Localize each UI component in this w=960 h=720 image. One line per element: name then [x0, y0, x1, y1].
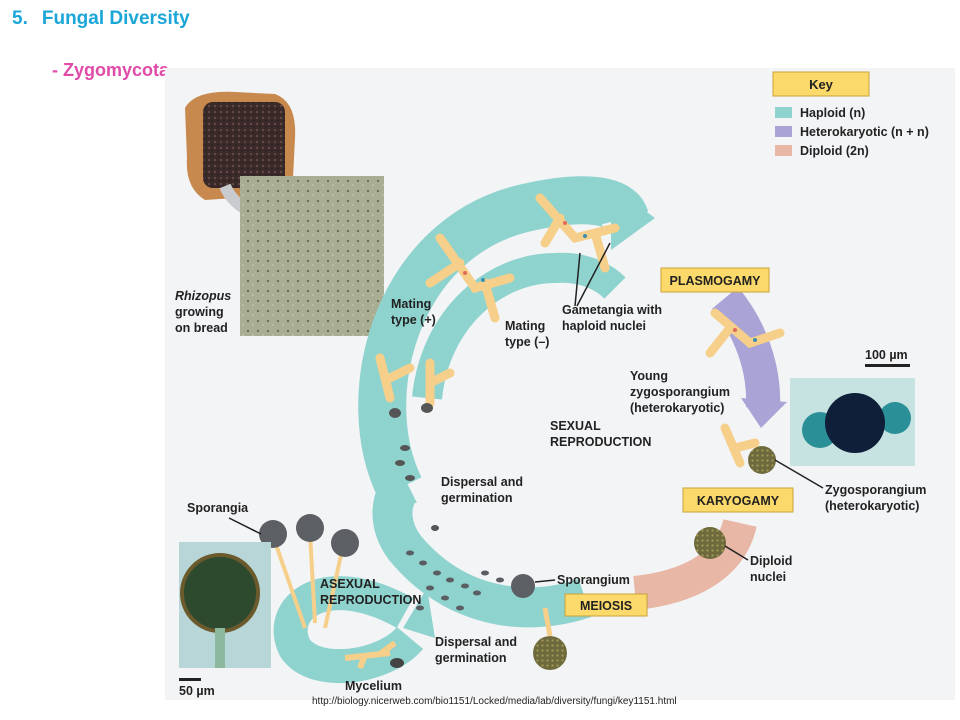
germinating-zygosporangium-drawing [533, 636, 567, 670]
sexual-label-1: SEXUAL [550, 419, 601, 433]
haploid-arc-outer [358, 176, 649, 499]
key-diploid-swatch [775, 145, 792, 156]
dispersal2-label-2: germination [435, 651, 507, 665]
sporangia-pointer [228, 517, 262, 535]
sporangium-photo: 50 µm [179, 542, 271, 698]
germ-hypha [542, 607, 553, 637]
slide-title-text: Fungal Diversity [41, 8, 190, 29]
rhizopus-label-1: Rhizopus [175, 289, 231, 303]
asexual-sporangia-drawing [259, 514, 359, 629]
karyogamy-label: KARYOGAMY [697, 494, 780, 508]
plasmogamy-box: PLASMOGAMY [660, 267, 770, 293]
key-diploid-label: Diploid (2n) [800, 144, 869, 158]
young-zygo-label-1: Young [630, 369, 668, 383]
gametangia-label-1: Gametangia with [562, 303, 662, 317]
asexual-arrowhead [403, 588, 435, 638]
mycelium-drawing [344, 640, 397, 670]
mating-plus-label-2: type (+) [391, 313, 436, 327]
slide-subtitle: - Zygomycota [52, 60, 170, 80]
life-cycle-diagram: Key Haploid (n) Heterokaryotic (n + n) D… [175, 71, 929, 698]
key-haploid-swatch [775, 107, 792, 118]
key-title-box [772, 71, 870, 97]
gametangia-label-2: haploid nuclei [562, 319, 646, 333]
source-credit: http://biology.nicerweb.com/bio1151/Lock… [312, 696, 677, 707]
hyphae-group [375, 193, 785, 468]
young-zygo-label-2: zygosporangium [630, 385, 730, 399]
young-zygosporangium-drawing [748, 446, 776, 474]
spore-scatter [406, 550, 504, 611]
haploid-arrowhead-lower [377, 463, 417, 503]
asexual-label-2: REPRODUCTION [320, 593, 421, 607]
dispersal-label-1: Dispersal and [441, 475, 523, 489]
key-heterokaryotic-swatch [775, 126, 792, 137]
spores-sexual [389, 403, 439, 531]
haploid-arc-lower [372, 484, 592, 628]
asexual-label-1: ASEXUAL [320, 577, 380, 591]
mating-plus-label-1: Mating [391, 297, 431, 311]
life-cycle-figure: Key Haploid (n) Heterokaryotic (n + n) D… [165, 68, 955, 700]
key-heterokaryotic-label: Heterokaryotic (n + n) [800, 125, 929, 139]
mycelium-label: Mycelium [345, 679, 402, 693]
sporangium-label: Sporangium [557, 573, 630, 587]
diploid-pointer [724, 545, 749, 561]
haploid-arc-inner [412, 252, 626, 400]
zygosporangium-label-1: Zygosporangium [825, 483, 926, 497]
bread-photo [185, 91, 296, 200]
sexual-label-2: REPRODUCTION [550, 435, 651, 449]
sporangia-label: Sporangia [187, 501, 249, 515]
mycelium-spore [390, 658, 404, 668]
scale-50-label: 50 µm [179, 684, 215, 698]
diploid-label-1: Diploid [750, 554, 792, 568]
slide-number: 5. [12, 8, 28, 29]
rhizopus-label-2: growing [175, 305, 224, 319]
mating-minus-label-1: Mating [505, 319, 545, 333]
mating-minus-label-2: type (–) [505, 335, 549, 349]
dispersal2-label-1: Dispersal and [435, 635, 517, 649]
rhizopus-label-3: on bread [175, 321, 228, 335]
key-title: Key [809, 77, 834, 92]
diploid-arc [633, 518, 757, 610]
scale-50-bar [179, 678, 201, 681]
zygosporangium-label-2: (heterokaryotic) [825, 499, 919, 513]
young-zygo-label-3: (heterokaryotic) [630, 401, 724, 415]
gametangia-pointer [574, 242, 611, 307]
key-haploid-label: Haploid (n) [800, 106, 865, 120]
diploid-label-2: nuclei [750, 570, 786, 584]
karyogamy-box: KARYOGAMY [682, 487, 794, 513]
zygosporangium-pointer [774, 459, 824, 489]
haploid-arrowhead-outer [611, 186, 655, 250]
dispersal-label-2: germination [441, 491, 513, 505]
sporangium-drawing [511, 574, 535, 598]
heterokaryotic-arc [711, 287, 781, 409]
heterokaryotic-arrowhead [741, 398, 787, 428]
sporangium-pointer [534, 579, 556, 583]
meiosis-box: MEIOSIS [564, 593, 648, 617]
scale-100-label: 100 µm [865, 348, 908, 362]
slide-title: 5. Fungal Diversity [12, 8, 190, 30]
scale-100-bar [865, 364, 910, 367]
key-legend: Key Haploid (n) Heterokaryotic (n + n) D… [772, 71, 929, 158]
meiosis-label: MEIOSIS [580, 599, 632, 613]
zygosporangium-photo: 100 µm [790, 348, 915, 466]
nuclei-dots [463, 221, 757, 342]
plasmogamy-label: PLASMOGAMY [670, 274, 762, 288]
diploid-zygosporangium-drawing [694, 527, 726, 559]
mold-photo [240, 176, 384, 336]
asexual-loop [273, 576, 424, 684]
